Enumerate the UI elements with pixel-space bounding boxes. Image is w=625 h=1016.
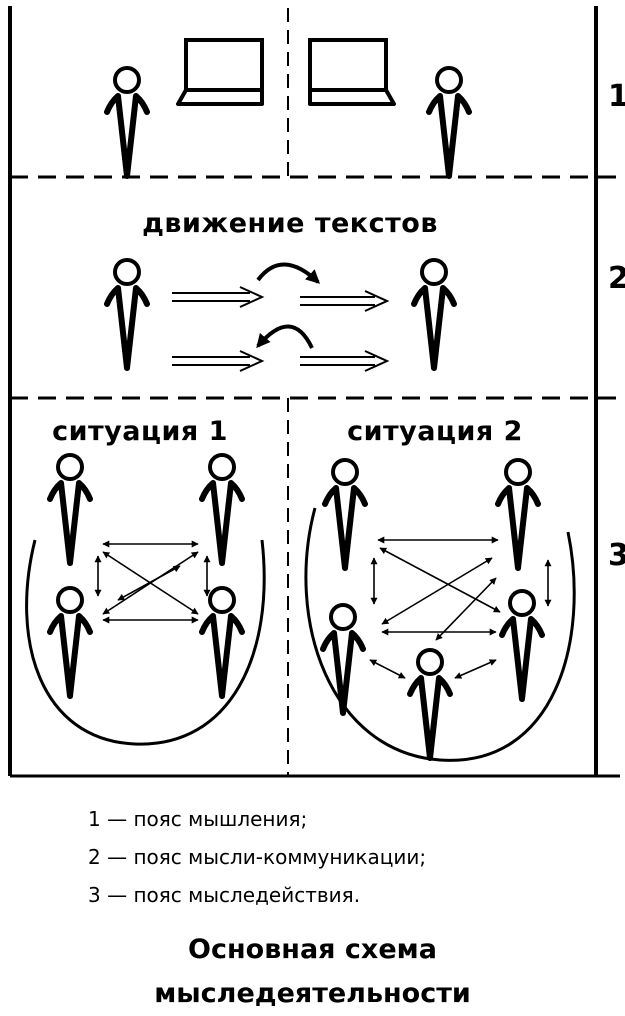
legend-item: 3 — пояс мыследействия. — [88, 883, 361, 907]
person-figure — [323, 605, 363, 713]
situation-2 — [304, 460, 576, 762]
person-figure — [202, 455, 242, 563]
frame — [8, 6, 620, 778]
person-figure — [50, 588, 90, 696]
band-2-heading: движение текстов — [142, 208, 438, 239]
interaction-arrows — [94, 540, 211, 624]
person-figure — [414, 260, 454, 368]
band-number-1: 1 — [608, 79, 625, 114]
person-figure — [107, 260, 147, 368]
person-figure — [107, 68, 147, 176]
situation-1-label: ситуация 1 — [52, 416, 228, 447]
interaction-arrows — [369, 536, 552, 679]
situation-1 — [25, 455, 266, 746]
situation-boundary — [25, 539, 266, 746]
curved-arrow — [256, 324, 314, 349]
person-figure — [498, 460, 538, 568]
person-figure — [202, 588, 242, 696]
curved-arrow — [256, 262, 321, 284]
caption-title-line-2: мыследеятельности — [154, 978, 471, 1009]
person-figure — [502, 591, 542, 699]
situation-boundary — [304, 507, 576, 762]
band-communication — [107, 260, 454, 372]
person-figure — [410, 650, 450, 758]
legend-item: 2 — пояс мысли-коммуникации; — [88, 845, 427, 869]
text-flow-arrows — [172, 286, 390, 372]
situation-2-label: ситуация 2 — [347, 416, 523, 447]
laptop-icon — [308, 38, 396, 106]
band-number-2: 2 — [608, 261, 625, 296]
person-figure — [50, 455, 90, 563]
caption-title-line-1: Основная схема — [188, 934, 437, 965]
person-figure — [429, 68, 469, 176]
thought-activity-diagram: 1 2 3 движение текстов ситуация 1 — [8, 6, 625, 778]
laptop-icon — [176, 38, 264, 106]
legend-item: 1 — пояс мышления; — [88, 807, 308, 831]
legend: 1 — пояс мышления; 2 — пояс мысли-коммун… — [88, 800, 426, 914]
person-figure — [325, 460, 365, 568]
band-number-3: 3 — [608, 538, 625, 573]
